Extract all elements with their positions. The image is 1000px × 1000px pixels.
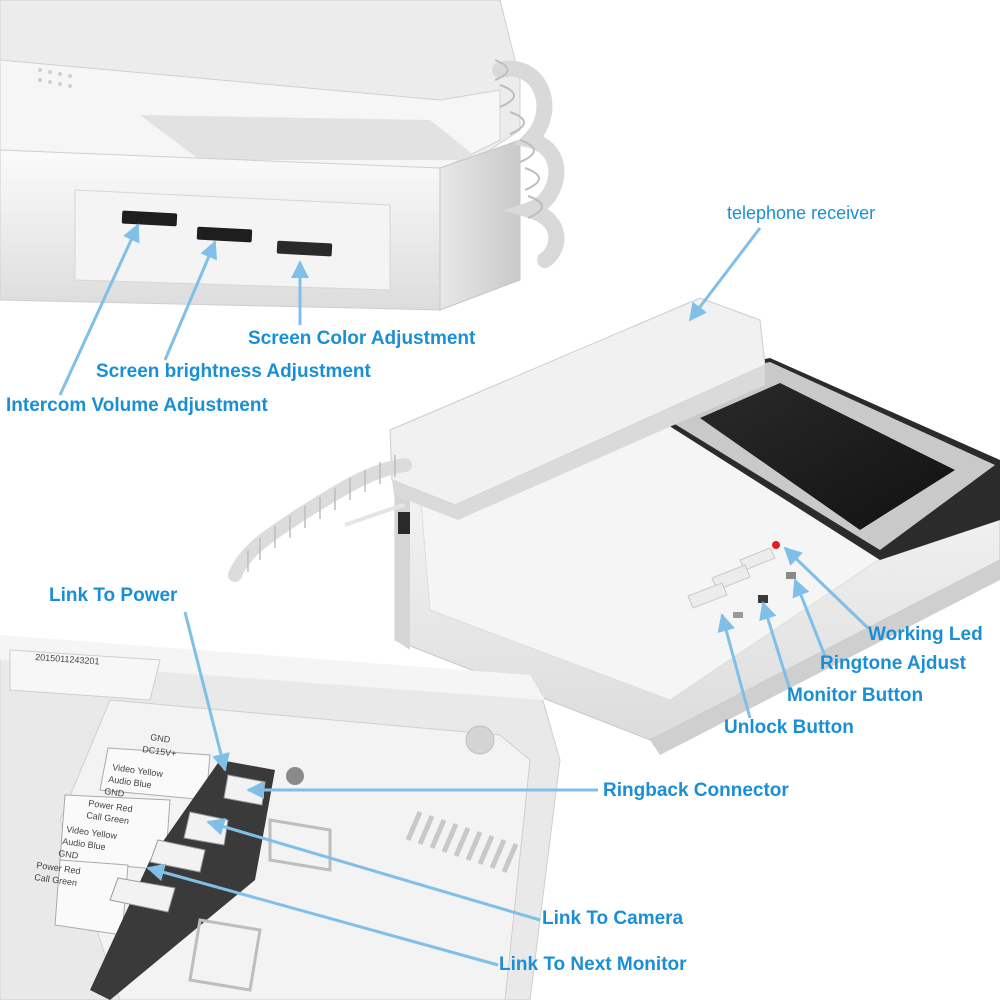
front-view-device [228,297,1000,755]
label-screen-color: Screen Color Adjustment [248,328,476,349]
label-ringback-connector: Ringback Connector [603,780,789,801]
terminal-labels: GND DC15V+ Video Yellow Audio Blue GND P… [34,732,211,936]
working-led [772,541,780,549]
lock-icon [733,612,743,618]
label-link-power: Link To Power [49,585,178,606]
label-ringtone-adjust: Ringtone Ajdust [820,653,966,674]
label-link-camera: Link To Camera [542,908,684,929]
serial-number: 2015011243201 [35,652,100,666]
side-view-device [0,0,565,311]
label-working-led: Working Led [868,624,983,645]
right-arrows [688,227,870,719]
back-panel-device: 2015011243201 GND DC15V+ Video Yellow Au… [0,635,561,1000]
brightness-slot[interactable] [196,226,253,243]
label-link-next-monitor: Link To Next Monitor [499,954,687,975]
volume-slot[interactable] [121,210,178,227]
label-monitor-button: Monitor Button [787,685,924,706]
label-unlock-button: Unlock Button [724,717,854,738]
next-monitor-connector[interactable] [109,877,176,913]
label-telephone-receiver: telephone receiver [727,203,876,223]
bottom-arrows [146,611,598,967]
color-slot[interactable] [276,240,333,257]
label-intercom-volume: Intercom Volume Adjustment [6,395,268,416]
terminal-gnd-2: GND [58,848,80,861]
monitor-icon [758,595,768,603]
screen [700,383,955,530]
terminal-dc15v: DC15V+ [142,744,177,759]
ringtone-icon [786,572,796,579]
label-screen-brightness: Screen brightness Adjustment [96,361,371,382]
terminal-gnd-1: GND [104,786,126,799]
terminal-gnd: GND [150,732,172,745]
unlock-button-key[interactable] [687,582,728,609]
top-arrows [58,223,309,396]
